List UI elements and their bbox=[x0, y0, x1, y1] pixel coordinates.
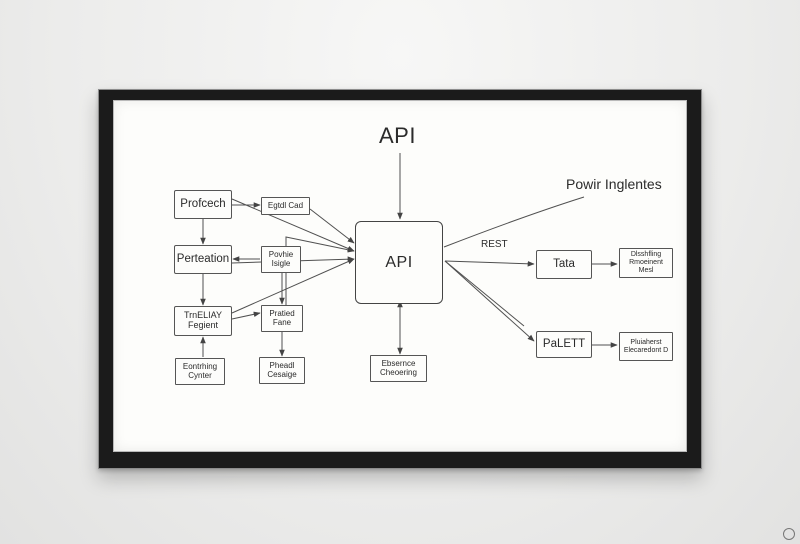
node-ebsernce-cheoering: Ebsernce Cheoering bbox=[370, 355, 427, 382]
edge-api-to-palett-2 bbox=[444, 260, 525, 327]
node-palett: PaLETT bbox=[536, 331, 592, 358]
node-pratied-fane: Pratied Fane bbox=[261, 305, 303, 332]
whiteboard-canvas: API Powir Inglentes REST API Profcech Pe… bbox=[113, 100, 687, 452]
edge-pratied-loop-to-api bbox=[285, 236, 355, 306]
diagram-title: API bbox=[379, 123, 416, 148]
edge-api-to-tata bbox=[444, 260, 535, 267]
picture-frame: API Powir Inglentes REST API Profcech Pe… bbox=[98, 89, 702, 469]
node-tata: Tata bbox=[536, 250, 592, 279]
node-perteation: Perteation bbox=[174, 245, 232, 274]
node-pluiaherst: Pluiaherst Elecaredont D bbox=[619, 332, 673, 361]
edge-api-to-palett-1 bbox=[444, 260, 535, 342]
edge-trnelay-to-api bbox=[231, 258, 355, 314]
node-pheadl-cesaige: Pheadl Cesaige bbox=[259, 357, 305, 384]
api-node: API bbox=[355, 221, 443, 304]
edge-egtdl-to-api bbox=[309, 208, 355, 244]
connector-layer bbox=[200, 153, 618, 357]
annotation-note: Powir Inglentes bbox=[566, 176, 662, 192]
node-povhie-isigle: Povhie Isigle bbox=[261, 246, 301, 273]
node-dlsshfling: Dlsshfling Rmoeinent Mesl bbox=[619, 248, 673, 278]
node-eontrhing-cynter: Eontrhing Cynter bbox=[175, 358, 225, 385]
node-profcech: Profcech bbox=[174, 190, 232, 219]
edge-trnelay-to-pratied bbox=[231, 311, 261, 320]
watermark-icon bbox=[783, 528, 795, 540]
node-trnelay-fegient: TrnELIAY Fegient bbox=[174, 306, 232, 336]
edge-profcech-to-api bbox=[231, 198, 355, 252]
node-egtdl-cad: Egtdl Cad bbox=[261, 197, 310, 215]
edge-label-rest: REST bbox=[481, 239, 508, 250]
edge-api-to-note bbox=[443, 196, 585, 248]
